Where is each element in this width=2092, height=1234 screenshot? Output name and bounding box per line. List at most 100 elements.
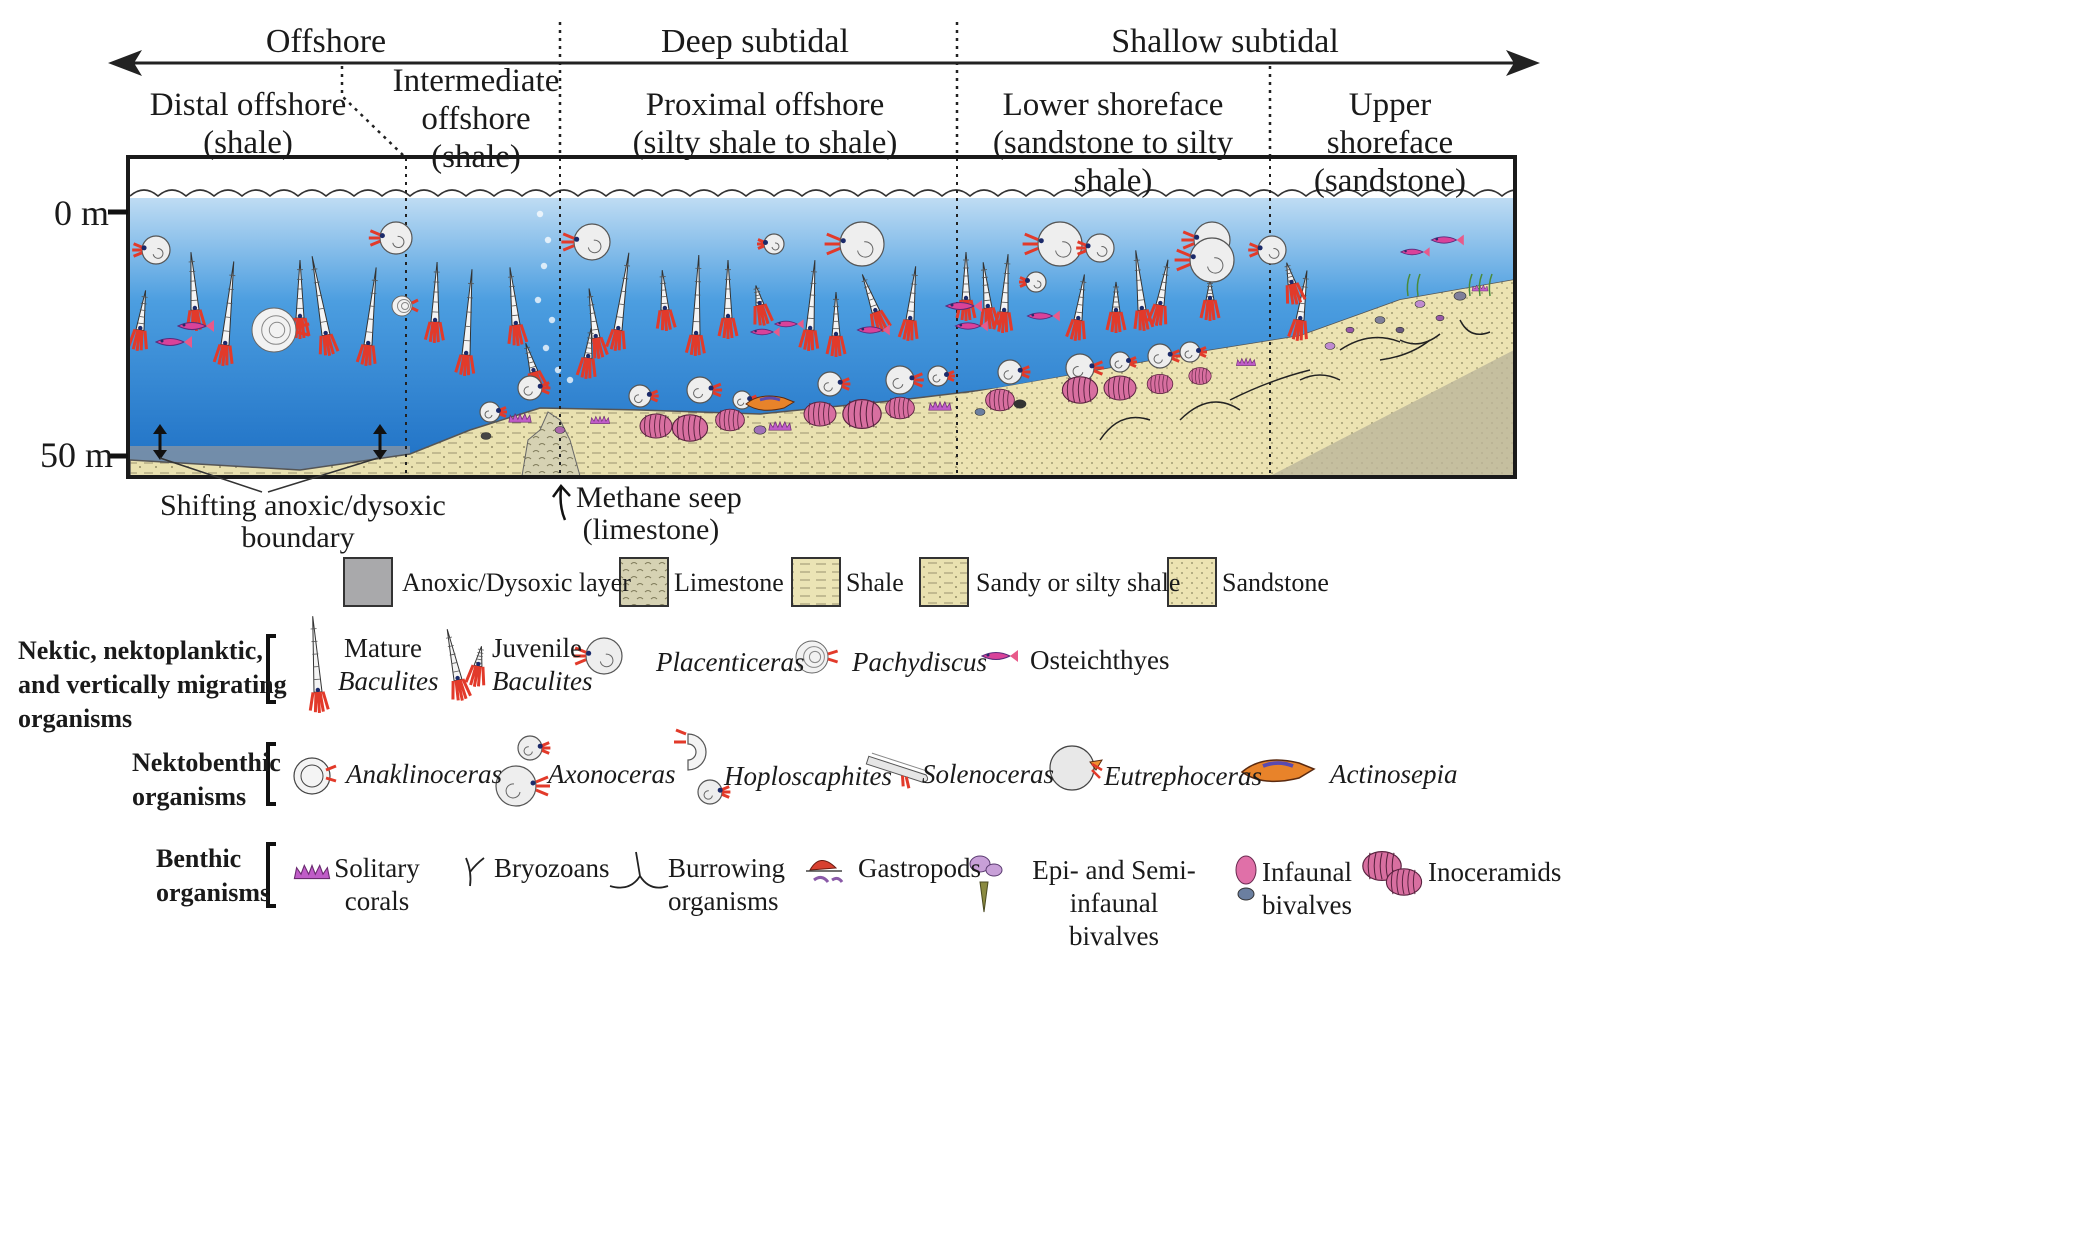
infaunal-bivalve-icon: [1235, 855, 1257, 901]
bubble: [544, 236, 552, 244]
baculites-icon: [507, 267, 529, 347]
lithology-swatch: [919, 557, 969, 607]
eutrephoceras-icon: [1049, 745, 1103, 791]
label-anaklinoceras: Anaklinoceras: [346, 759, 502, 789]
ammonite-icon: [368, 221, 413, 255]
label-axonoceras: Axonoceras: [548, 759, 676, 789]
fish-icon: [980, 650, 1018, 662]
inoceramid-icon: [1103, 375, 1137, 401]
ammonite-icon: [628, 384, 659, 408]
ammonite-icon: [1179, 341, 1207, 363]
baculites-icon: [464, 646, 486, 687]
anaklinoceras-icon: [293, 757, 337, 795]
sea-surface-waves: [130, 189, 1514, 198]
coral-icon: [293, 863, 331, 880]
baculites-icon: [355, 267, 378, 367]
coral-icon: [1236, 357, 1256, 366]
ammonite-icon: [479, 401, 507, 423]
coral-icon: [928, 400, 952, 411]
ammonite-icon: [885, 365, 924, 395]
baculites-icon: [717, 259, 739, 339]
baculites-icon: [1133, 250, 1155, 332]
baculites-icon: [311, 256, 340, 356]
ammonite-icon: [1174, 237, 1235, 283]
lithology-swatch: [791, 557, 841, 607]
fish-icon: [1430, 234, 1464, 246]
baculites-icon: [955, 251, 977, 321]
ammonite-icon: [517, 735, 551, 761]
ammonite-icon: [1019, 271, 1047, 293]
baculites-icon: [979, 262, 1001, 330]
ammonite-icon: [927, 365, 955, 387]
baculites-icon: [423, 261, 445, 344]
depth-0m: 0 m: [54, 193, 110, 233]
label-bryozoans: Bryozoans: [494, 853, 610, 883]
label-placenticeras: Placenticeras: [656, 647, 805, 677]
anoxic-boundary-arrows: [153, 424, 387, 460]
fish-icon: [773, 319, 804, 329]
burrows: [1099, 319, 1491, 441]
methane-seep-chimney: [521, 411, 581, 476]
coral-icon: [508, 412, 532, 423]
ammonite-icon: [495, 765, 550, 807]
bivalve-icon: [1453, 291, 1467, 301]
inoceramid-icon: [639, 413, 673, 439]
fish-icon: [154, 336, 192, 348]
lithology-swatch: [1167, 557, 1217, 607]
bivalve-icon: [1374, 316, 1386, 324]
label-hoploscaphites: Hoploscaphites: [724, 761, 892, 791]
baculites-icon: [992, 254, 1014, 334]
fish-icon: [856, 324, 890, 336]
bivalve-icon: [1395, 326, 1405, 334]
bivalve-icon: [1345, 326, 1355, 334]
zone-dividers: [340, 22, 1272, 159]
fish-icon: [1026, 310, 1060, 322]
ammonite-icon: [517, 375, 551, 401]
inoceramid-icon: [1385, 868, 1423, 896]
methane-seep-arrow: [551, 484, 571, 521]
zone-shallow-subtidal: Shallow subtidal: [1111, 23, 1339, 60]
inoceramid-icon: [985, 388, 1015, 412]
ammonite-icon: [757, 233, 785, 255]
inoceramid-icon: [885, 396, 915, 420]
fish-icon: [954, 320, 988, 332]
ammonite-icon: [997, 359, 1031, 385]
ammonite-icon: [561, 223, 611, 261]
baculites-icon: [445, 628, 472, 701]
bubble: [566, 376, 574, 384]
subzone-upper-shoreface: Upper shoreface(sandstone): [1313, 87, 1467, 199]
burrow-icon: [609, 851, 669, 889]
inoceramid-icon: [671, 414, 709, 442]
baculites-icon: [753, 285, 774, 326]
bivalve-icon: [974, 408, 986, 416]
subzone-lower-shoreface: Lower shoreface(sandstone to silty shale…: [992, 87, 1234, 199]
baculites-icon: [1105, 281, 1127, 333]
ammonite-icon: [686, 376, 723, 404]
legend-label-sandy-shale: Sandy or silty shale: [976, 568, 1181, 597]
bubble: [536, 210, 544, 218]
legend-label-limestone: Limestone: [674, 568, 784, 597]
lithology-swatch: [343, 557, 393, 607]
inoceramid-icon: [1061, 376, 1099, 404]
ammonite-icon: [132, 235, 171, 265]
depth-50m: 50 m: [40, 435, 114, 475]
inoceramid-icon: [842, 398, 882, 430]
solenoceras-icon: [865, 752, 929, 789]
ammonite-icon: [573, 637, 623, 675]
coral-icon: [590, 415, 610, 424]
lithology-swatches: [343, 557, 1217, 607]
baculites-icon: [575, 328, 597, 380]
bryozoan-icon: [465, 857, 485, 887]
gastropod-icon: [806, 860, 844, 883]
label-pachydiscus: Pachydiscus: [852, 647, 987, 677]
ammonite-icon: [824, 221, 885, 267]
inoceramid-icon: [1146, 373, 1174, 395]
baculites-icon: [861, 274, 892, 333]
